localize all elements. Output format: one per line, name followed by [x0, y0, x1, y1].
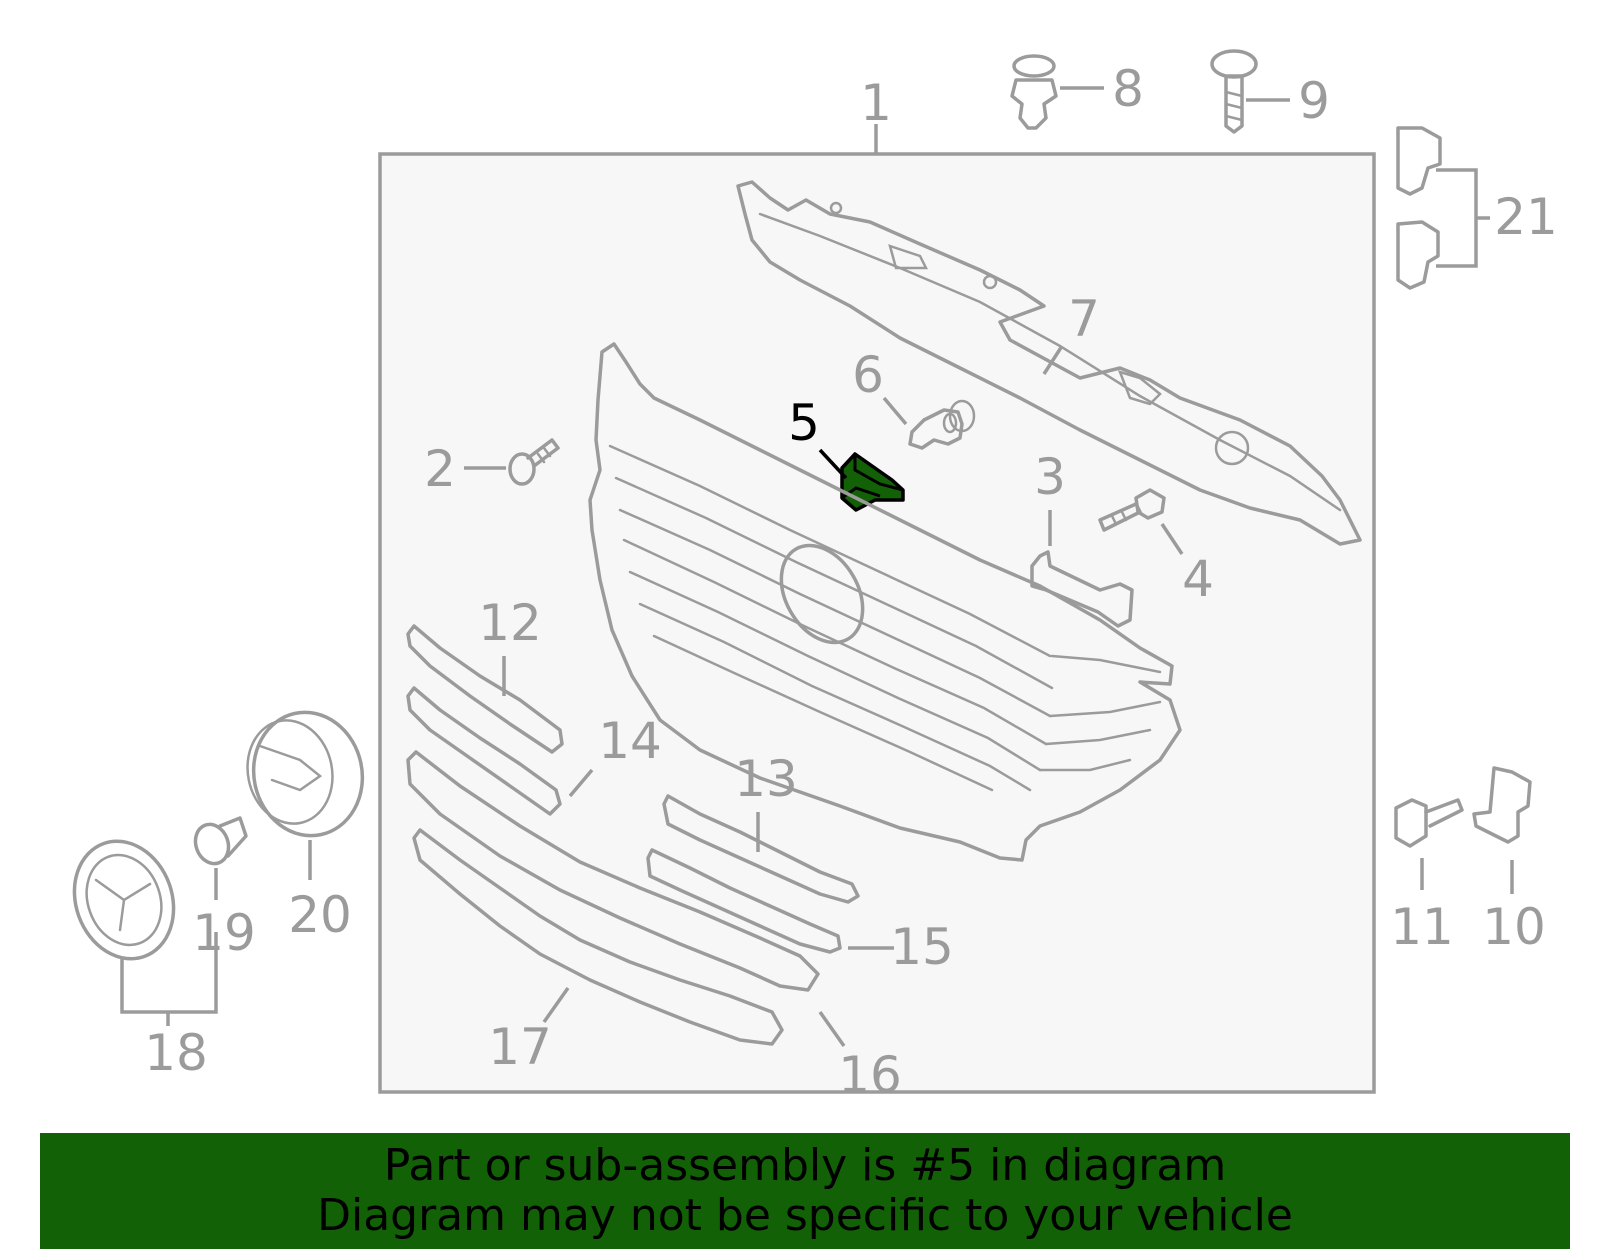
part-19-grommet [193, 816, 248, 866]
info-banner: Part or sub-assembly is #5 in diagram Di… [40, 1133, 1570, 1249]
part-16-molding [406, 750, 820, 992]
callout-15: 15 [890, 918, 954, 976]
callout-20: 20 [288, 886, 352, 944]
part-11-nut [1394, 798, 1464, 848]
callout-19: 19 [192, 904, 256, 962]
part-9-screw [1210, 49, 1258, 134]
callout-9: 9 [1298, 72, 1330, 130]
callout-14: 14 [598, 712, 662, 770]
callout-2: 2 [424, 440, 456, 498]
part-13-molding [662, 794, 860, 904]
part-17-molding [412, 828, 784, 1046]
callout-4: 4 [1182, 550, 1214, 608]
part-3-bracket [1030, 550, 1134, 628]
callout-1: 1 [860, 74, 892, 132]
callout-11: 11 [1390, 898, 1454, 956]
part-1-grille [588, 342, 1182, 862]
part-6-clip [908, 399, 976, 450]
callout-18: 18 [144, 1024, 208, 1082]
part-14-molding [406, 686, 562, 816]
callout-21: 21 [1494, 188, 1558, 246]
banner-line-1: Part or sub-assembly is #5 in diagram [383, 1140, 1227, 1191]
callout-12: 12 [478, 594, 542, 652]
assembly-box [378, 152, 1376, 1094]
part-15-molding [646, 848, 842, 954]
part-12-molding [406, 624, 564, 754]
callout-10: 10 [1482, 898, 1546, 956]
leader-lines [120, 86, 1514, 1048]
part-8-push-clip [1010, 54, 1058, 130]
callout-16: 16 [838, 1046, 902, 1104]
callout-13: 13 [734, 750, 798, 808]
callout-17: 17 [488, 1018, 552, 1076]
callout-labels: 1 2 3 4 5 6 7 8 9 10 11 12 13 14 15 16 1… [144, 60, 1558, 1104]
part-10-bracket [1472, 766, 1532, 844]
callout-7: 7 [1068, 290, 1100, 348]
callout-8: 8 [1112, 60, 1144, 118]
callout-3: 3 [1034, 448, 1066, 506]
part-20-housing [246, 710, 365, 838]
part-18-emblem [72, 839, 176, 961]
part-2-screw [508, 438, 560, 486]
part-4-bolt [1098, 488, 1166, 532]
callout-6: 6 [852, 346, 884, 404]
callout-5: 5 [788, 394, 820, 452]
part-21-clips [1396, 126, 1442, 290]
banner-line-2: Diagram may not be specific to your vehi… [317, 1190, 1293, 1241]
